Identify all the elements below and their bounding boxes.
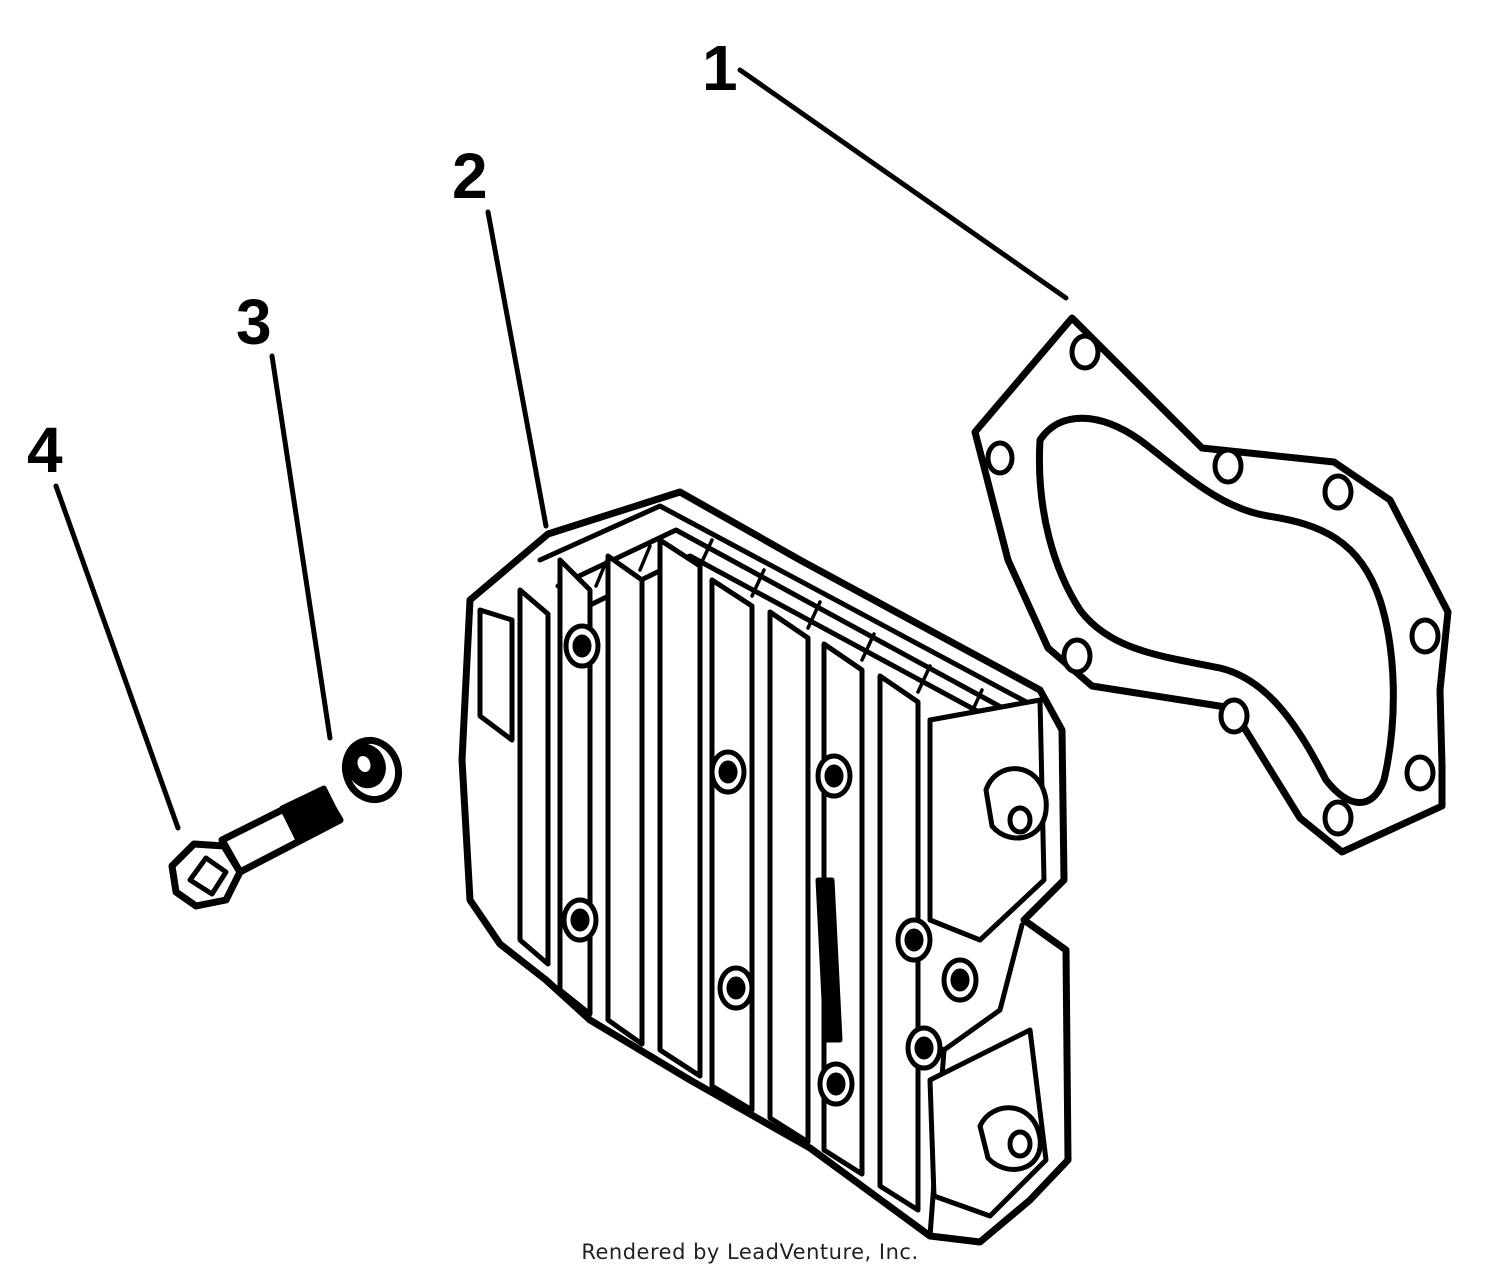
callout-4-leader (53, 483, 181, 831)
head-bolt-icon (168, 785, 344, 910)
cylinder-head-icon (458, 488, 1072, 1246)
callout-2-leader (485, 209, 549, 529)
rendered-by-credit: Rendered by LeadVenture, Inc. (581, 1240, 919, 1264)
callout-1-label: 1 (702, 32, 738, 104)
callout-4-label: 4 (27, 414, 63, 486)
washer-icon (342, 736, 402, 804)
callout-2-label: 2 (452, 140, 488, 212)
callout-3-label: 3 (236, 286, 272, 358)
callout-1-leader (737, 67, 1069, 301)
callout-3-leader (269, 353, 333, 741)
head-gasket-icon (971, 314, 1452, 856)
